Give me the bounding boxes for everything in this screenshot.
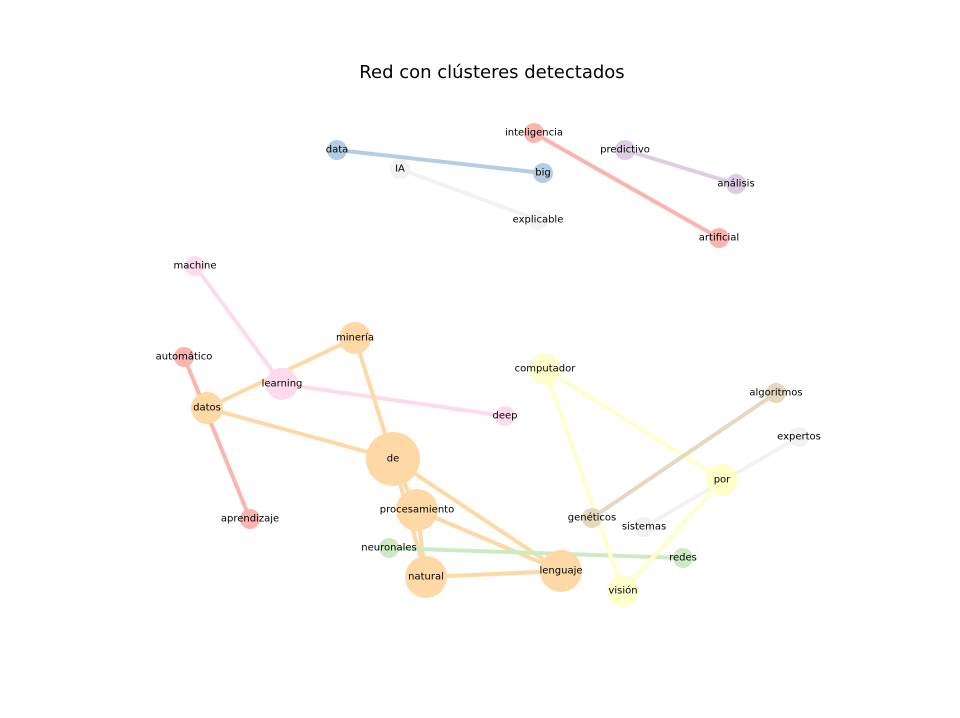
node-label-geneticos: genéticos	[568, 512, 617, 524]
edge-learning-deep	[280, 382, 507, 418]
edge-natural-lenguaje	[424, 569, 563, 579]
node-label-inteligencia: inteligencia	[505, 128, 563, 139]
node-neuronales	[379, 538, 399, 558]
node-inteligencia	[524, 123, 544, 143]
edge-data-big	[335, 148, 545, 175]
node-label-analisis: análisis	[717, 178, 754, 190]
node-label-automatico: automático	[156, 351, 213, 363]
node-label-data: data	[326, 145, 349, 156]
node-machine	[185, 256, 205, 276]
node-big	[533, 163, 553, 183]
nodes-layer	[174, 123, 809, 607]
node-label-expertos: expertos	[777, 432, 821, 443]
node-computador	[529, 353, 561, 385]
node-sistemas	[634, 517, 654, 537]
node-label-deep: deep	[493, 411, 518, 422]
node-label-algoritmos: algoritmos	[749, 388, 802, 399]
edge-IA-explicable	[398, 167, 540, 222]
node-label-vision: visión	[608, 585, 637, 597]
node-procesamiento	[396, 489, 438, 531]
node-analisis	[726, 174, 746, 194]
node-label-de: de	[387, 454, 400, 465]
node-datos	[191, 392, 223, 424]
node-automatico	[174, 347, 194, 367]
node-predictivo	[615, 140, 635, 160]
node-label-redes: redes	[669, 553, 697, 564]
edge-algoritmos-geneticos	[590, 391, 778, 520]
edge-por-vision	[621, 478, 724, 593]
labels-layer: data big IA explicable inteligencia artificia…	[156, 128, 821, 597]
edge-automatico-aprendizaje	[182, 355, 252, 521]
node-label-predictivo: predictivo	[600, 145, 650, 156]
edge-procesamiento-lenguaje	[415, 508, 563, 573]
node-learning	[266, 368, 298, 400]
node-data	[327, 140, 347, 160]
node-label-aprendizaje: aprendizaje	[221, 514, 279, 525]
node-label-natural: natural	[408, 572, 444, 583]
node-explicable	[528, 210, 548, 230]
node-label-big: big	[535, 168, 550, 179]
node-expertos	[789, 427, 809, 447]
node-natural	[405, 556, 447, 598]
node-label-IA: IA	[395, 164, 405, 175]
node-lenguaje	[540, 550, 582, 592]
node-algoritmos	[766, 383, 786, 403]
node-de	[366, 432, 420, 486]
node-vision	[607, 575, 639, 607]
node-label-mineria: minería	[336, 332, 374, 344]
node-por	[706, 464, 738, 496]
node-label-procesamiento: procesamiento	[380, 505, 454, 516]
node-IA	[390, 159, 410, 179]
node-label-computador: computador	[515, 364, 577, 375]
node-label-por: por	[714, 475, 731, 486]
chart-title: Red con clústeres detectados	[359, 62, 624, 83]
node-label-lenguaje: lenguaje	[539, 566, 582, 577]
node-label-machine: machine	[174, 261, 217, 272]
edge-computador-por	[543, 367, 724, 482]
edge-inteligencia-artificial	[532, 131, 721, 240]
node-deep	[495, 406, 515, 426]
node-geneticos	[582, 508, 602, 528]
edge-machine-learning	[193, 264, 284, 386]
node-label-explicable: explicable	[513, 215, 564, 226]
node-label-neuronales: neuronales	[361, 543, 416, 554]
node-label-sistemas: sistemas	[622, 522, 666, 533]
node-aprendizaje	[240, 509, 260, 529]
edge-computador-vision	[543, 367, 625, 593]
edge-predictivo-analisis	[623, 148, 738, 186]
node-artificial	[709, 228, 729, 248]
edge-datos-de	[205, 406, 395, 461]
node-label-artificial: artificial	[699, 233, 739, 244]
node-label-learning: learning	[262, 379, 303, 390]
node-mineria	[339, 322, 371, 354]
edge-neuronales-redes	[387, 546, 685, 560]
node-redes	[673, 548, 693, 568]
node-label-datos: datos	[193, 403, 221, 414]
